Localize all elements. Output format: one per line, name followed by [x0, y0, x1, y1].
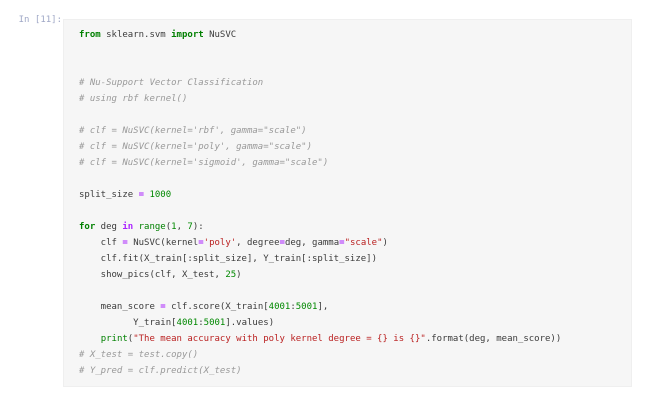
code-token-kw: import [171, 30, 204, 40]
code-line: # clf = NuSVC(kernel='rbf', gamma="scale… [79, 123, 623, 139]
code-token-op: = [122, 238, 128, 248]
code-token-num: 5001 [295, 302, 318, 312]
code-line: print("The mean accuracy with poly kerne… [79, 331, 623, 347]
code-token-txt: : [198, 318, 204, 328]
code-token-num: 1 [171, 222, 177, 232]
code-area: from sklearn.svm import NuSVC # Nu-Suppo… [64, 20, 631, 386]
code-token-cmt: # Nu-Support Vector Classification [79, 78, 264, 88]
code-token-txt: ): [192, 222, 204, 232]
code-token-op: = [339, 238, 345, 248]
code-token-txt: ( [165, 222, 172, 232]
code-line: # Nu-Support Vector Classification [79, 75, 623, 91]
code-token-num: 25 [225, 270, 237, 280]
code-token-txt: clf.fit(X_train[:split_size], Y_train[:s… [79, 254, 378, 264]
code-line: clf = NuSVC(kernel='poly', degree=deg, g… [79, 235, 623, 251]
code-line: # using rbf kernel() [79, 91, 623, 107]
code-token-txt: Y_train[ [79, 318, 177, 328]
code-token-txt: ) [236, 270, 242, 280]
code-line [79, 203, 623, 219]
code-cell-editor[interactable]: from sklearn.svm import NuSVC # Nu-Suppo… [63, 19, 632, 387]
code-token-txt: ].values) [225, 318, 275, 328]
code-line: # X_test = test.copy() [79, 347, 623, 363]
code-token-num: 7 [187, 222, 193, 232]
code-token-txt: deg, gamma [284, 238, 340, 248]
code-token-txt: , degree [236, 238, 280, 248]
code-token-str: "The mean accuracy with poly kernel degr… [133, 334, 426, 344]
code-token-str: "scale" [344, 238, 383, 248]
code-token-txt: deg [95, 222, 123, 232]
code-token-txt: mean_score [79, 302, 161, 312]
code-token-num: 1000 [149, 190, 172, 200]
code-token-txt [79, 334, 101, 344]
code-token-cmt: # Y_pred = clf.predict(X_test) [79, 366, 242, 376]
code-token-op: in [122, 222, 134, 232]
code-token-txt: split_size [79, 190, 139, 200]
code-token-cmt: # using rbf kernel() [79, 94, 188, 104]
code-line: clf.fit(X_train[:split_size], Y_train[:s… [79, 251, 623, 267]
code-line: # clf = NuSVC(kernel='sigmoid', gamma="s… [79, 155, 623, 171]
code-line: Y_train[4001:5001].values) [79, 315, 623, 331]
code-token-txt: NuSVC [203, 30, 237, 40]
cell-input-prompt: In [11]: [18, 15, 62, 25]
code-token-txt: ) [382, 238, 388, 248]
code-token-op: = [198, 238, 204, 248]
code-line: for deg in range(1, 7): [79, 219, 623, 235]
code-line [79, 283, 623, 299]
code-line: mean_score = clf.score(X_train[4001:5001… [79, 299, 623, 315]
code-token-cmt: # X_test = test.copy() [79, 350, 199, 360]
code-token-op: = [279, 238, 285, 248]
code-token-txt: clf [79, 238, 123, 248]
code-token-txt: sklearn.svm [100, 30, 172, 40]
code-token-txt: NuSVC(kernel [127, 238, 199, 248]
code-token-op: = [160, 302, 166, 312]
code-token-txt: : [290, 302, 296, 312]
code-token-kw: from [79, 30, 101, 40]
code-token-txt: show_pics(clf, X_test, [79, 270, 226, 280]
code-line: # Y_pred = clf.predict(X_test) [79, 363, 623, 379]
code-token-bi: range [138, 222, 166, 232]
code-line [79, 43, 623, 59]
code-line: # clf = NuSVC(kernel='poly', gamma="scal… [79, 139, 623, 155]
code-token-cmt: # clf = NuSVC(kernel='sigmoid', gamma="s… [79, 158, 329, 168]
code-token-num: 4001 [176, 318, 199, 328]
code-token-kw: for [79, 222, 96, 232]
code-line: from sklearn.svm import NuSVC [79, 27, 623, 43]
code-token-txt: ], [317, 302, 329, 312]
code-token-txt: , [176, 222, 188, 232]
code-token-cmt: # clf = NuSVC(kernel='rbf', gamma="scale… [79, 126, 307, 136]
code-line [79, 59, 623, 75]
code-token-txt: ( [127, 334, 134, 344]
code-line: show_pics(clf, X_test, 25) [79, 267, 623, 283]
code-token-txt: .format(deg, mean_score)) [425, 334, 562, 344]
code-line [79, 171, 623, 187]
code-token-cmt: # clf = NuSVC(kernel='poly', gamma="scal… [79, 142, 312, 152]
code-token-bi: print [100, 334, 128, 344]
code-line [79, 107, 623, 123]
code-token-num: 5001 [203, 318, 226, 328]
code-token-num: 4001 [268, 302, 291, 312]
code-token-txt: clf.score(X_train[ [165, 302, 269, 312]
code-token-str: 'poly' [203, 238, 237, 248]
code-line: split_size = 1000 [79, 187, 623, 203]
code-token-op: = [138, 190, 145, 200]
